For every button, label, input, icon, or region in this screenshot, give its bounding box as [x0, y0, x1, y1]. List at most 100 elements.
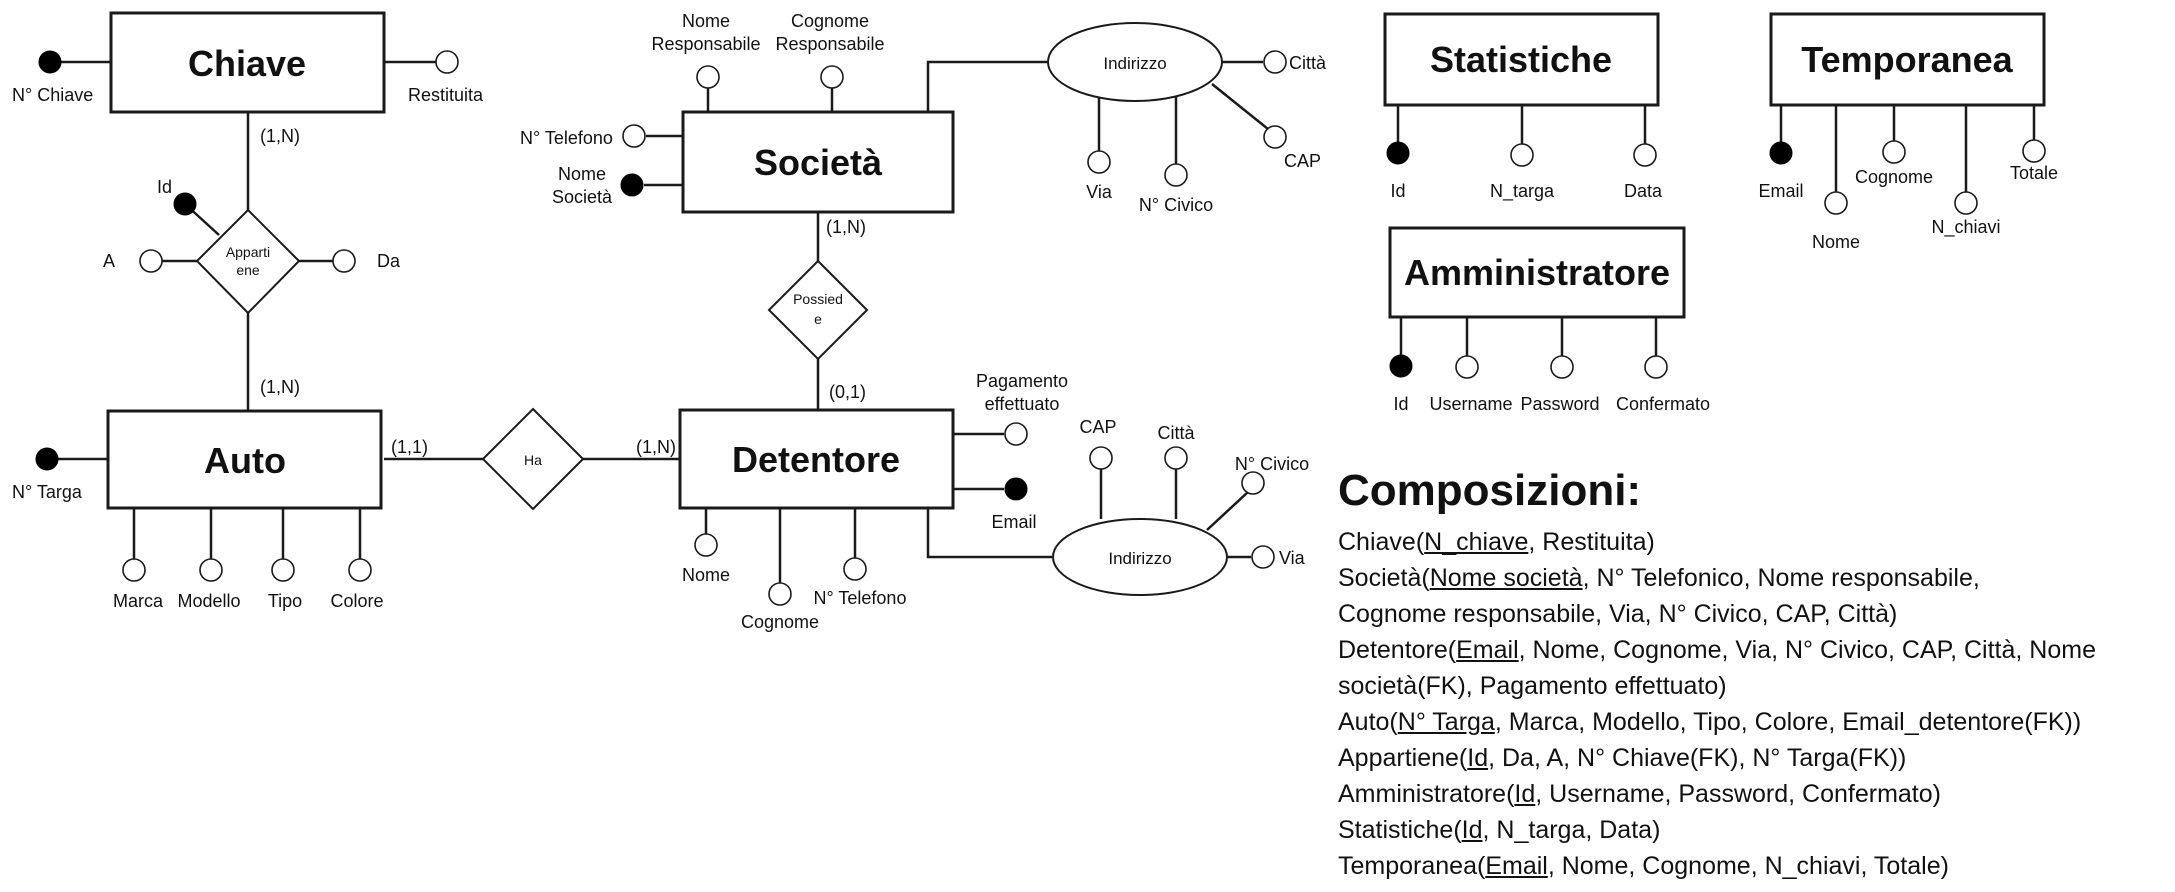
svg-text:Amministratore: Amministratore — [1404, 252, 1670, 293]
primary-key-text: Id — [1467, 744, 1489, 772]
svg-text:N° Telefono: N° Telefono — [814, 588, 907, 608]
entity-statistiche: Statistiche — [1383, 12, 1660, 107]
svg-text:N° Civico: N° Civico — [1235, 454, 1309, 474]
primary-key-text: Id — [1461, 816, 1483, 844]
composition-text: , Username, Password, Confermato) — [1535, 780, 1941, 808]
composition-text: Auto( — [1338, 708, 1398, 736]
key-attribute-marker — [1004, 477, 1028, 501]
attribute-marker — [2022, 139, 2046, 163]
attributes-societa: Nome Responsabile Cognome Responsabile N… — [520, 11, 1327, 215]
composition-text: , Marca, Modello, Tipo, Colore, Email_de… — [1494, 708, 2082, 736]
svg-text:Tipo: Tipo — [268, 591, 302, 611]
svg-text:e: e — [814, 311, 822, 327]
svg-text:Temporanea: Temporanea — [1801, 39, 2013, 80]
attribute-marker — [1263, 125, 1287, 149]
attribute-marker — [1510, 143, 1534, 167]
compositions-section: Composizioni: Chiave(N_chiave, Restituit… — [1338, 462, 2168, 884]
attribute-marker — [1164, 446, 1188, 470]
svg-text:Pagamento: Pagamento — [976, 371, 1068, 391]
composition-text: Statistiche( — [1338, 816, 1462, 844]
primary-key-text: Nome società — [1429, 564, 1583, 592]
composition-text: Chiave( — [1338, 528, 1425, 556]
key-attribute-marker — [1389, 354, 1413, 378]
svg-text:N° Civico: N° Civico — [1139, 195, 1213, 215]
attribute-marker — [1824, 191, 1848, 215]
svg-text:Email: Email — [1758, 181, 1803, 201]
attribute-marker — [332, 249, 356, 273]
composition-line: società(FK), Pagamento effettuato) — [1338, 668, 2168, 704]
attribute-marker — [820, 65, 844, 89]
attribute-marker — [122, 558, 146, 582]
key-attribute-marker — [173, 192, 197, 216]
svg-text:Confermato: Confermato — [1616, 394, 1710, 414]
attribute-marker — [1251, 545, 1275, 569]
svg-text:Username: Username — [1429, 394, 1512, 414]
composition-line: Temporanea(Email, Nome, Cognome, N_chiav… — [1338, 848, 2168, 884]
cardinality-detentore-ha: (1,N) — [636, 437, 676, 457]
composition-line: Statistiche(Id, N_targa, Data) — [1338, 812, 2168, 848]
compositions-list: Chiave(N_chiave, Restituita)Società(Nome… — [1338, 524, 2168, 884]
composition-text: Amministratore( — [1338, 780, 1515, 808]
svg-text:Id: Id — [157, 177, 172, 197]
composition-line: Auto(N° Targa, Marca, Modello, Tipo, Col… — [1338, 704, 2168, 740]
composition-text: Cognome responsabile, Via, N° Civico, CA… — [1338, 600, 1898, 628]
primary-key-text: N° Targa — [1397, 708, 1495, 736]
cardinality-labels: (1,N) (1,N) (1,1) (1,N) (1,N) (0,1) — [260, 126, 866, 457]
attributes-detentore: Pagamento effettuato Email Nome Cognome … — [682, 371, 1309, 632]
composition-line: Società(Nome società, N° Telefonico, Nom… — [1338, 560, 2168, 596]
primary-key-text: Email — [1456, 636, 1519, 664]
composition-text: , N° Telefonico, Nome responsabile, — [1582, 564, 1980, 592]
svg-text:Auto: Auto — [204, 440, 286, 481]
svg-text:Cognome: Cognome — [791, 11, 869, 31]
svg-text:Indirizzo: Indirizzo — [1108, 549, 1171, 568]
primary-key-text: Id — [1514, 780, 1536, 808]
attribute-marker — [1954, 191, 1978, 215]
attributes-auto: N° Targa Marca Modello Tipo Colore — [12, 447, 384, 611]
attribute-marker — [1882, 140, 1906, 164]
attribute-marker — [1550, 355, 1574, 379]
svg-text:Cognome: Cognome — [1855, 167, 1933, 187]
svg-text:Via: Via — [1086, 182, 1113, 202]
key-attribute-marker — [1769, 141, 1793, 165]
relationship-appartiene: Apparti ene — [195, 208, 301, 315]
attribute-marker — [768, 582, 792, 606]
svg-text:ene: ene — [236, 262, 260, 278]
svg-text:Via: Via — [1279, 548, 1306, 568]
attributes-amministratore: Id Username Password Confermato — [1389, 317, 1710, 414]
svg-text:Detentore: Detentore — [732, 439, 900, 480]
compositions-title: Composizioni: — [1338, 466, 1642, 515]
cardinality-auto-ha: (1,1) — [391, 437, 428, 457]
svg-text:Password: Password — [1520, 394, 1599, 414]
svg-text:Responsabile: Responsabile — [775, 34, 884, 54]
composition-text: società(FK), Pagamento effettuato) — [1338, 672, 1727, 700]
attribute-marker — [435, 50, 459, 74]
svg-text:Id: Id — [1390, 181, 1405, 201]
attribute-marker — [694, 533, 718, 557]
primary-key-text: Email — [1485, 852, 1548, 880]
composition-line: Amministratore(Id, Username, Password, C… — [1338, 776, 2168, 812]
svg-text:Chiave: Chiave — [188, 43, 306, 84]
attribute-marker — [1164, 163, 1188, 187]
svg-text:Città: Città — [1289, 53, 1327, 73]
svg-text:Società: Società — [754, 142, 883, 183]
svg-text:Data: Data — [1624, 181, 1663, 201]
attribute-marker — [1644, 355, 1668, 379]
key-attribute-marker — [620, 173, 644, 197]
svg-text:Nome: Nome — [682, 565, 730, 585]
svg-text:Colore: Colore — [330, 591, 383, 611]
composition-text: Temporanea( — [1338, 852, 1486, 880]
composition-line: Detentore(Email, Nome, Cognome, Via, N° … — [1338, 632, 2168, 668]
composite-indirizzo-detentore: Indirizzo — [1052, 518, 1228, 596]
svg-text:Apparti: Apparti — [226, 244, 270, 260]
svg-text:Restituita: Restituita — [408, 85, 484, 105]
svg-text:Nome: Nome — [1812, 232, 1860, 252]
svg-text:Totale: Totale — [2010, 163, 2058, 183]
cardinality-auto-appartiene: (1,N) — [260, 377, 300, 397]
attribute-marker — [139, 249, 163, 273]
entity-societa: Società — [681, 110, 955, 214]
attribute-marker — [696, 65, 720, 89]
svg-text:N_chiavi: N_chiavi — [1931, 217, 2000, 238]
svg-text:Statistiche: Statistiche — [1430, 39, 1612, 80]
svg-text:Id: Id — [1393, 394, 1408, 414]
